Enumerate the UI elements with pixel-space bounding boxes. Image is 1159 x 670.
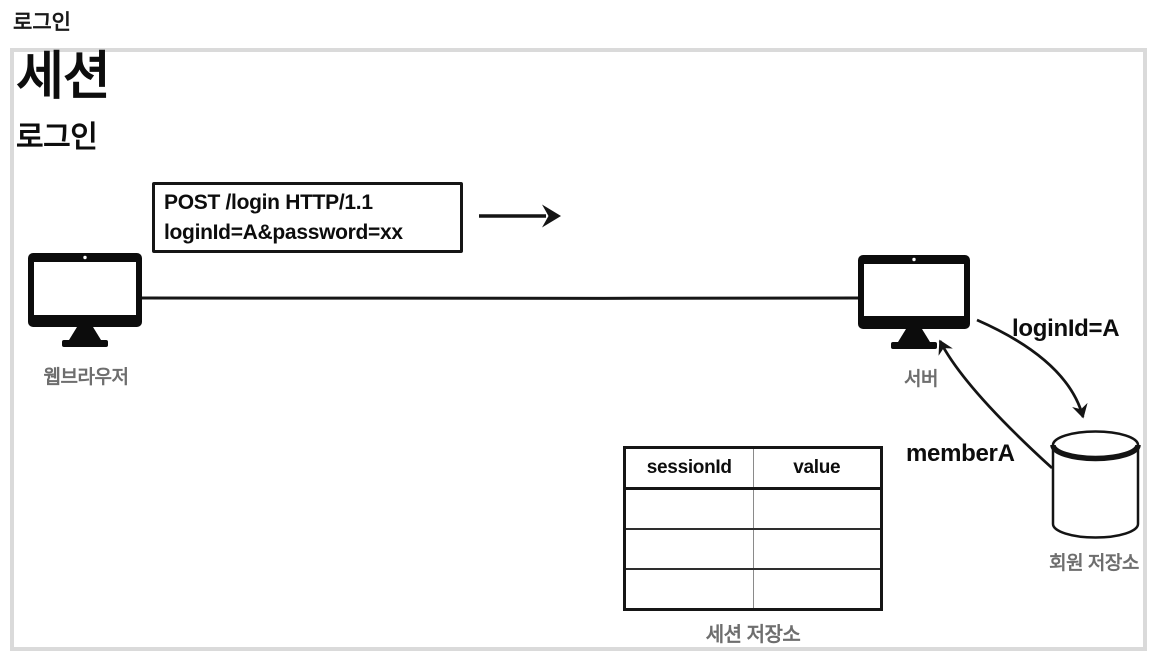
request-body: loginId=A&password=xx <box>164 221 403 244</box>
loginid-flow-label: loginId=A <box>1012 315 1120 342</box>
table-header-sessionid: sessionId <box>624 447 753 490</box>
table-cell <box>625 569 754 610</box>
table-cell <box>752 488 882 530</box>
request-protocol: HTTP/1.1 <box>279 191 373 214</box>
request-path: /login <box>225 191 280 214</box>
server-label: 서버 <box>904 369 938 390</box>
table-row <box>625 569 882 610</box>
content-panel <box>10 48 1147 651</box>
request-method: POST <box>164 191 226 214</box>
table-cell <box>752 529 882 570</box>
breadcrumb: 로그인 <box>13 11 71 34</box>
membera-flow-label: memberA <box>906 440 1015 467</box>
section-title: 로그인 <box>16 121 98 154</box>
table-row <box>624 488 882 530</box>
table-cell <box>624 529 753 570</box>
table-header-value: value <box>752 447 882 490</box>
browser-label: 웹브라우저 <box>43 367 129 388</box>
table-header-row: sessionId value <box>624 447 882 490</box>
http-request-box: POST /login HTTP/1.1 loginId=A&password=… <box>152 182 463 253</box>
member-store-label: 회원 저장소 <box>1049 553 1139 574</box>
table-cell <box>752 569 882 610</box>
table-cell <box>624 488 753 530</box>
session-store-label: 세션 저장소 <box>705 624 801 646</box>
table-row <box>624 529 882 570</box>
session-table: sessionId value <box>623 446 883 611</box>
page-title: 세션 <box>16 48 111 106</box>
request-line: POST /login HTTP/1.1 <box>164 188 451 218</box>
